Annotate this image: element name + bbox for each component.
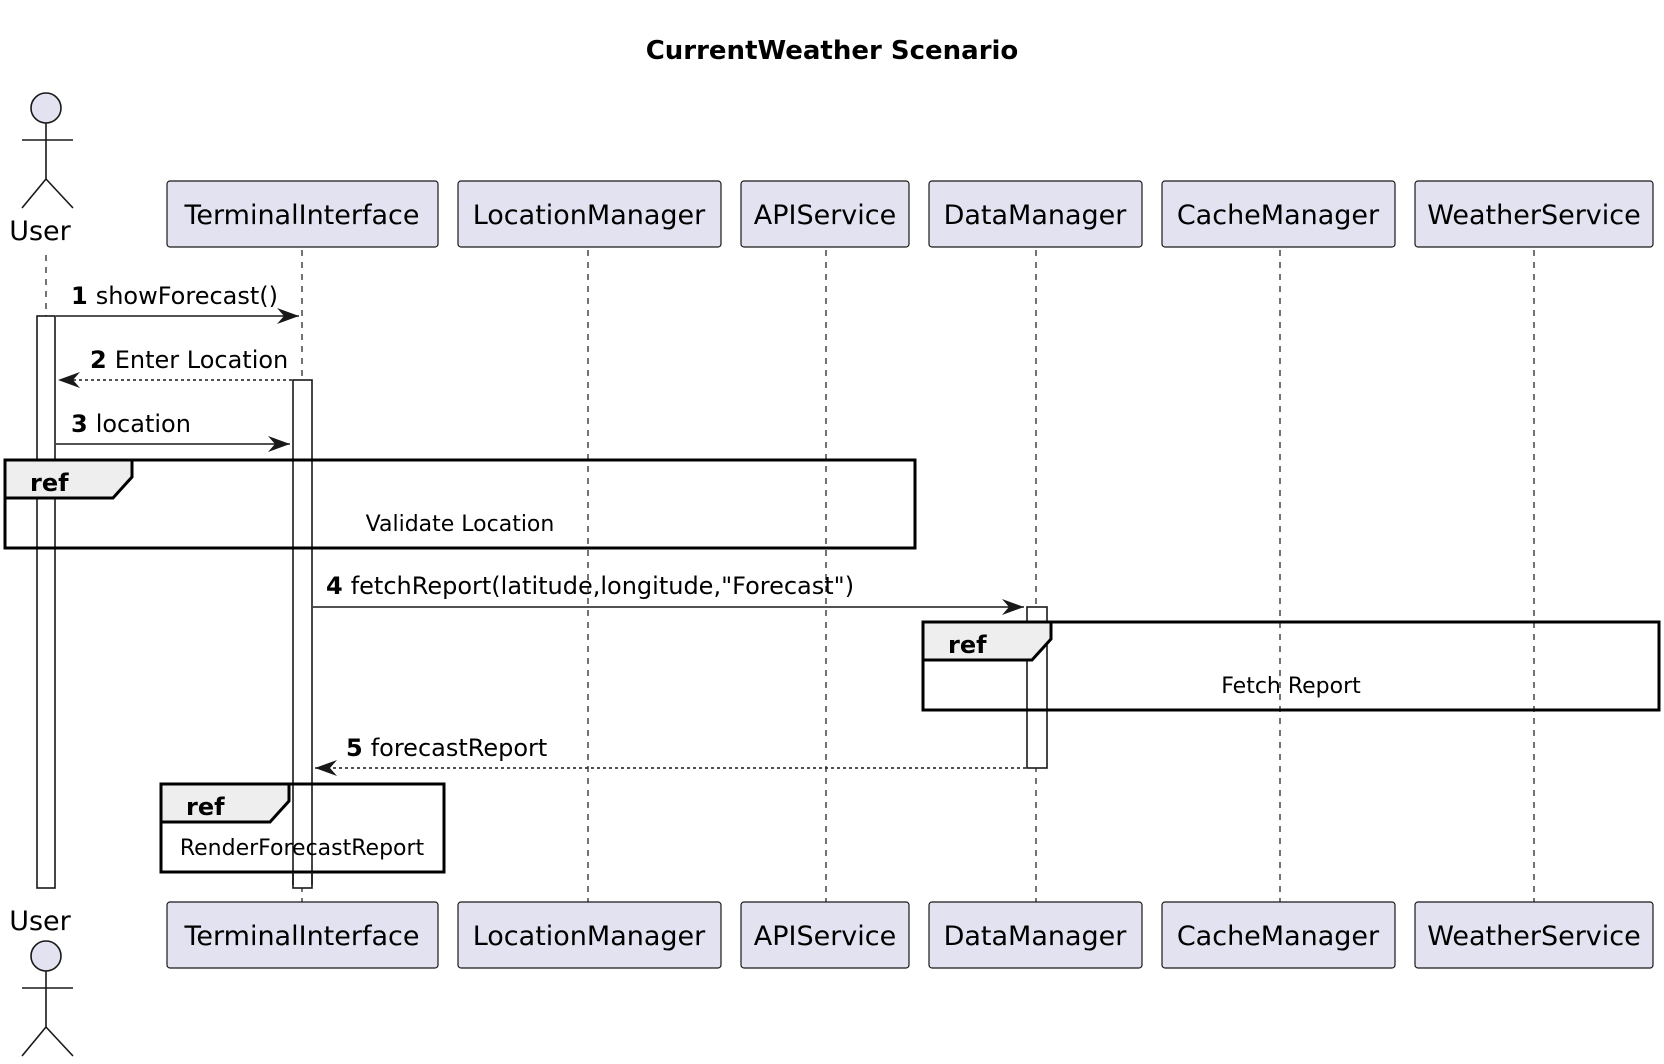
participant-api: APIService	[740, 180, 910, 248]
diagram-title: CurrentWeather Scenario	[646, 36, 1019, 66]
participant-name: APIService	[754, 921, 897, 952]
participant-data: DataManager	[928, 180, 1143, 248]
participant-name: User	[9, 906, 71, 937]
actor-user: User	[9, 92, 74, 247]
ref-text: Validate Location	[366, 512, 555, 537]
participant-name: TerminalInterface	[184, 200, 420, 231]
participant-weather: WeatherService	[1414, 901, 1654, 969]
ref-fetch-report: ref Fetch Report	[921, 620, 1661, 712]
participants-top: User TerminalInterface LocationManager A…	[9, 92, 1654, 248]
participant-location: LocationManager	[457, 180, 722, 248]
participant-data: DataManager	[928, 901, 1143, 969]
ref-text: Fetch Report	[1221, 674, 1361, 699]
actor-user: User	[9, 906, 74, 1057]
participant-terminal: TerminalInterface	[166, 901, 439, 969]
participant-name: TerminalInterface	[184, 921, 420, 952]
participant-cache: CacheManager	[1161, 901, 1396, 969]
participant-name: CacheManager	[1177, 200, 1380, 231]
participant-location: LocationManager	[457, 901, 722, 969]
ref-label: ref	[30, 469, 69, 497]
ref-text: RenderForecastReport	[180, 836, 425, 861]
participant-api: APIService	[740, 901, 910, 969]
ref-render-forecast-report: ref RenderForecastReport	[159, 782, 446, 874]
participant-name: WeatherService	[1427, 200, 1640, 231]
participant-name: DataManager	[944, 200, 1128, 231]
participant-name: CacheManager	[1177, 921, 1380, 952]
participant-name: LocationManager	[473, 921, 706, 952]
participant-cache: CacheManager	[1161, 180, 1396, 248]
participant-weather: WeatherService	[1414, 180, 1654, 248]
participant-name: DataManager	[944, 921, 1128, 952]
ref-validate-location: ref Validate Location	[3, 458, 917, 550]
ref-label: ref	[186, 793, 225, 821]
participants-bottom: User TerminalInterface LocationManager A…	[9, 901, 1654, 1057]
actor-head-icon	[30, 92, 62, 124]
activation-terminal	[292, 379, 313, 889]
activation-user	[36, 315, 56, 889]
ref-label: ref	[948, 631, 987, 659]
participant-name: APIService	[754, 200, 897, 231]
participant-name: WeatherService	[1427, 921, 1640, 952]
participant-terminal: TerminalInterface	[166, 180, 439, 248]
participant-name: User	[9, 216, 71, 247]
actor-head-icon	[30, 940, 62, 972]
participant-name: LocationManager	[473, 200, 706, 231]
